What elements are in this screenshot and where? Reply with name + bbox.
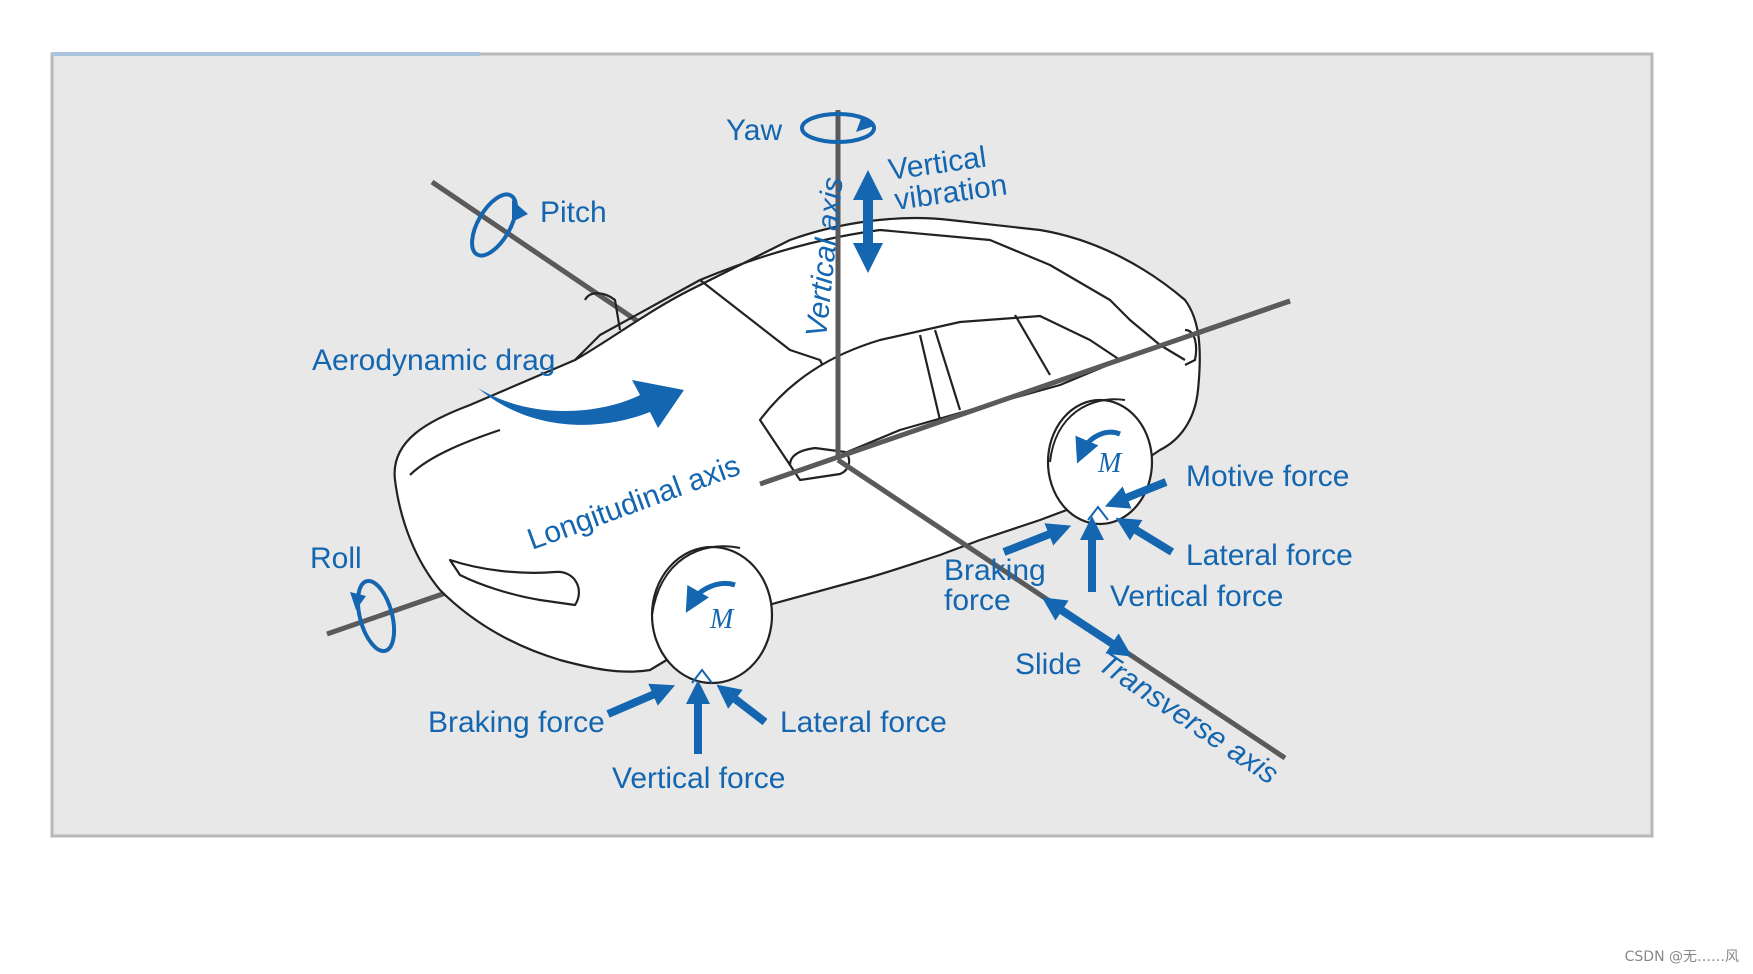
longitudinal-axis-line-front [759, 298, 1291, 487]
pitch-label: Pitch [540, 196, 607, 229]
front-braking-force-label: Braking force [428, 706, 605, 739]
rear-braking-force-label-line2: force [944, 584, 1011, 617]
slide-arrow [1041, 597, 1133, 657]
aerodynamic-drag-label: Aerodynamic drag [312, 344, 555, 377]
rear-moment-label: M [1097, 448, 1123, 479]
rear-contact-point [1087, 505, 1109, 521]
rear-braking-force-arrow [1002, 523, 1072, 556]
front-moment-arrow [685, 581, 736, 613]
watermark-text: CSDN @无……风 [1624, 949, 1739, 965]
roll-rotation-icon [350, 578, 397, 654]
roll-label: Roll [310, 542, 362, 575]
yaw-rotation-icon [800, 112, 876, 144]
aerodynamic-drag-arrow [478, 380, 684, 428]
pitch-rotation-icon [470, 192, 528, 258]
rear-braking-force-label-line1: Braking [944, 554, 1046, 587]
yaw-label: Yaw [726, 114, 782, 147]
front-moment-label: M [709, 604, 735, 635]
rear-lateral-force-label: Lateral force [1186, 539, 1353, 572]
front-contact-point [691, 668, 713, 684]
front-vertical-force-label: Vertical force [612, 762, 785, 795]
front-lateral-force-label: Lateral force [780, 706, 947, 739]
slide-label: Slide [1015, 648, 1082, 681]
motive-force-label: Motive force [1186, 460, 1349, 493]
front-braking-force-arrow [606, 683, 676, 718]
rear-lateral-force-arrow [1115, 517, 1175, 556]
front-lateral-force-arrow [716, 684, 768, 726]
rear-moment-arrow [1075, 429, 1121, 464]
rear-vertical-force-label: Vertical force [1110, 580, 1283, 613]
motive-force-arrow [1104, 478, 1168, 509]
